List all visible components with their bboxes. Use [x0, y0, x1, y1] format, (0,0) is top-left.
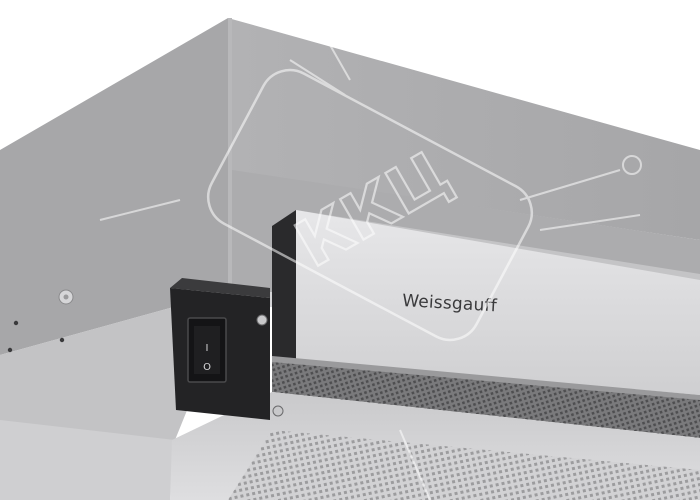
front-panel	[296, 210, 700, 395]
grease-filter-strip	[272, 360, 700, 438]
switch-on-symbol: I	[206, 343, 209, 354]
upper-housing-left-face	[0, 18, 228, 355]
watermark-line	[289, 59, 346, 96]
hood-bottom-grille	[228, 430, 700, 500]
front-panel-end-cap	[272, 210, 296, 362]
upper-housing-corner	[228, 18, 232, 292]
switch-off-symbol: O	[203, 362, 211, 373]
switch-bracket-side	[170, 278, 270, 298]
mount-hole	[59, 337, 65, 343]
screw-bracket-lower	[272, 405, 284, 417]
rocker-switch-inner	[194, 326, 220, 374]
watermark-dot	[318, 0, 332, 13]
screw-left-center	[63, 294, 69, 300]
mount-hole	[7, 347, 13, 353]
watermark-dot	[622, 155, 642, 175]
hood-left-side-lower	[0, 420, 175, 500]
mount-hole	[13, 320, 19, 326]
watermark-line	[99, 199, 181, 221]
screw-bracket	[256, 314, 268, 326]
watermark-line	[309, 9, 351, 81]
watermark-line	[539, 214, 641, 231]
watermark-line	[519, 169, 621, 201]
watermark-frame	[206, 68, 534, 342]
watermark-line	[399, 429, 431, 500]
grease-filter-edge	[272, 356, 700, 400]
